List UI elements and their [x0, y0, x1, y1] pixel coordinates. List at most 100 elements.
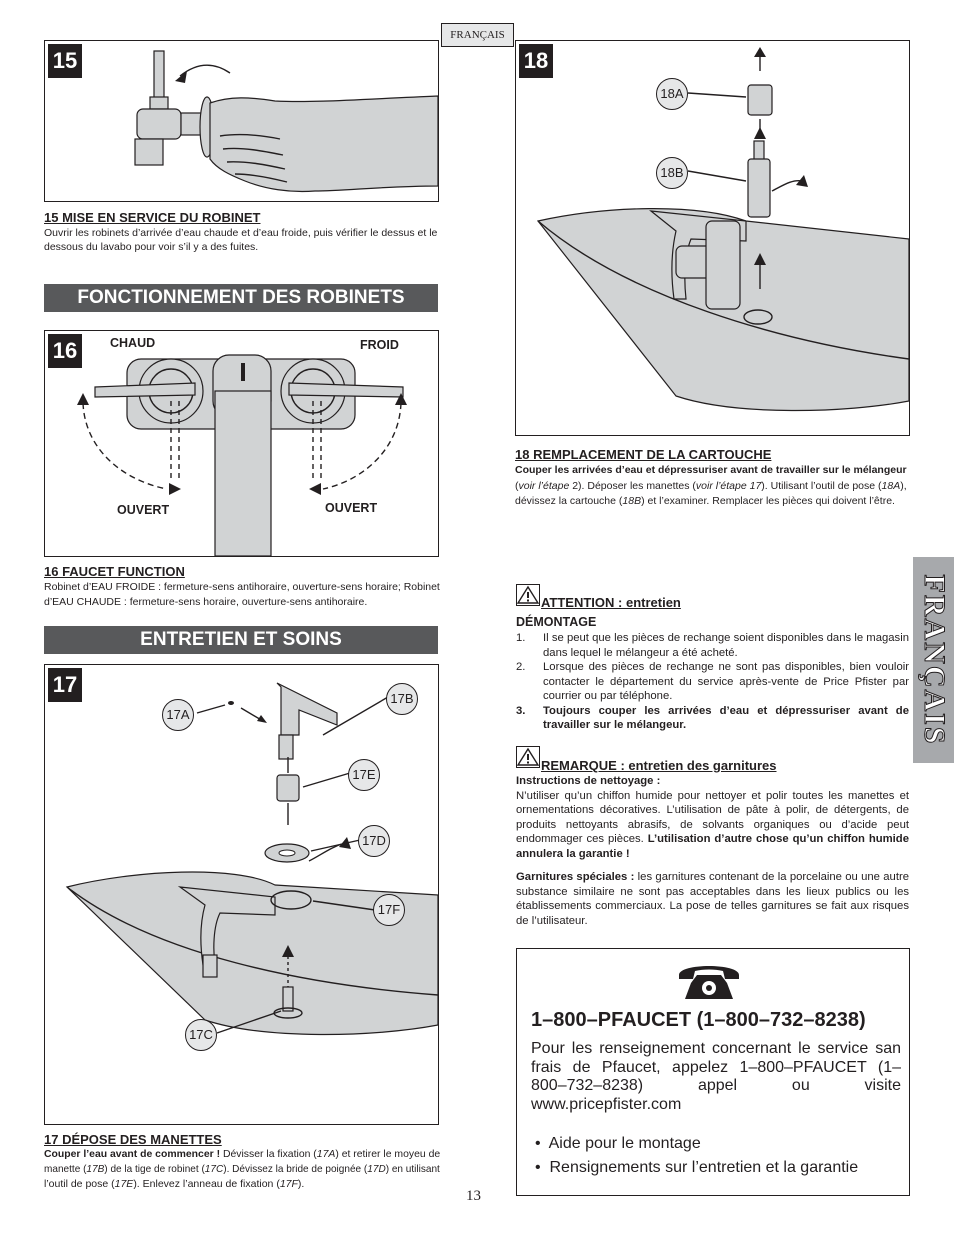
list-item: 3. Toujours couper les arrivées d’eau et …: [516, 704, 909, 733]
callout-17f: 17F: [373, 894, 405, 926]
step18-text-line2: (voir l’étape 2). Déposer les manettes (…: [515, 479, 907, 494]
list-item: 2. Lorsque des pièces de rechange ne sont…: [516, 660, 909, 704]
phone-bullet: • Rensignements sur l’entretien et la ga…: [535, 1159, 859, 1176]
warning-icon: [516, 746, 540, 768]
step15-title: 15 MISE EN SERVICE DU ROBINET: [44, 210, 261, 225]
step16-number: 16: [48, 334, 82, 368]
callout-17b: 17B: [386, 683, 418, 715]
step17-text-line3: l’outil de pose (17E). Enlevez l’anneau …: [44, 1177, 304, 1192]
step17-illustration: [65, 682, 438, 1036]
step18-title: 18 REMPLACEMENT DE LA CARTOUCHE: [515, 447, 772, 462]
step18-warning: Couper les arrivées d’eau et dépressuris…: [515, 464, 907, 476]
open-right-label: OUVERT: [325, 501, 378, 515]
cold-label: FROID: [360, 338, 399, 352]
t: 2). Déposer les manettes (: [569, 480, 696, 492]
t: ). Utilisant l’outil de pose (: [761, 480, 882, 492]
t: ). Enlevez l’anneau de fixation (: [133, 1178, 280, 1190]
step17-title: 17 DÉPOSE DES MANETTES: [44, 1132, 222, 1147]
warning-icon: [516, 584, 540, 606]
customer-service-box: 1–800–PFAUCET (1–800–732–8238) Pour les …: [516, 948, 910, 1196]
step16-text-line2: d’EAU CHAUDE : fermeture-sens horaire, o…: [44, 596, 368, 608]
ref: 17B: [86, 1163, 105, 1175]
step15-illustration: [134, 50, 438, 193]
t: l’outil de pose (: [44, 1178, 115, 1190]
page-number: 13: [466, 1188, 481, 1204]
bullet-text: Aide pour le montage: [548, 1135, 701, 1152]
step17-panel: 17 17A: [44, 664, 439, 1125]
ref: voir l’étape 17: [695, 480, 762, 492]
callout-17c: 17C: [185, 1019, 217, 1051]
callout-17a: 17A: [162, 699, 194, 731]
step17-number: 17: [48, 668, 82, 702]
step17-warning: Couper l’eau avant de commencer !: [44, 1148, 221, 1160]
t: ).: [297, 1178, 305, 1190]
t: manette (: [44, 1163, 87, 1175]
attention-subtitle: DÉMONTAGE: [516, 615, 597, 629]
special-trims: Garnitures spéciales : les garnitures co…: [516, 870, 909, 928]
ref: 17A: [316, 1148, 336, 1160]
item-number: 2.: [516, 661, 526, 673]
item-number: 3.: [516, 704, 526, 717]
attention-list: 1. Il se peut que les pièces de rechange …: [516, 631, 909, 733]
step15-text-line1: Ouvrir les robinets d’arrivée d’eau chau…: [44, 227, 438, 239]
ref: 18A: [881, 480, 901, 492]
step18-number: 18: [519, 44, 553, 78]
t: ) et retirer le moyeu de: [335, 1148, 441, 1160]
step16-illustration: [77, 354, 407, 556]
step18-text-line3: dévissez la cartouche (18B) et l’examine…: [515, 494, 895, 509]
callout-18b: 18B: [656, 157, 688, 189]
step15-text-line2: dessous du lavabo pour voir s’il y a des…: [44, 241, 259, 253]
bullet-text: Rensignements sur l’entretien et la gara…: [549, 1159, 859, 1176]
t: ) et l’examiner. Remplacer les pièces qu…: [641, 495, 895, 507]
callout-17d: 17D: [358, 825, 390, 857]
step18-panel: 18 18A 18B: [515, 40, 910, 436]
phone-info: Pour les renseignement concernant le ser…: [531, 1040, 901, 1113]
step16-text-line1: Robinet d’EAU FROIDE : fermeture-sens an…: [44, 581, 440, 593]
ref: 18B: [622, 495, 642, 507]
ref: 17C: [204, 1163, 224, 1175]
language-tag: FRANÇAIS: [441, 23, 514, 47]
ref: 17E: [114, 1178, 134, 1190]
step17-text-line2: manette (17B) de la tige de robinet (17C…: [44, 1162, 440, 1177]
t: (: [515, 480, 519, 492]
callout-18a: 18A: [656, 78, 688, 110]
step18-illustration: [536, 47, 909, 412]
step16-title: 16 FAUCET FUNCTION: [44, 564, 185, 579]
operation-section-header: FONCTIONNEMENT DES ROBINETS: [44, 284, 438, 312]
t: Dévisser la fixation (: [220, 1148, 317, 1160]
item-text: Toujours couper les arrivées d’eau et dé…: [543, 704, 909, 732]
open-left-label: OUVERT: [117, 503, 170, 517]
t: ),: [900, 480, 907, 492]
cleaning-heading: Instructions de nettoyage :: [516, 775, 661, 787]
list-item: 1. Il se peut que les pièces de rechange …: [516, 631, 909, 660]
phone-number: 1–800–PFAUCET (1–800–732–8238): [531, 1009, 866, 1031]
step15-panel: 15: [44, 40, 439, 202]
special-heading: Garnitures spéciales :: [516, 871, 635, 883]
remarque-title: REMARQUE : entretien des garnitures: [541, 758, 777, 773]
item-text: Lorsque des pièces de rechange ne sont p…: [543, 661, 909, 702]
telephone-icon: [679, 966, 739, 999]
cleaning-warning: L’utilisation d’autre chose qu’un chiffo…: [516, 833, 909, 860]
ref: 17F: [279, 1178, 298, 1190]
t: ) en utilisant: [385, 1163, 440, 1175]
care-section-header: ENTRETIEN ET SOINS: [44, 626, 438, 654]
side-tab-label: FRANÇAIS: [917, 574, 951, 746]
step16-panel: 16 CHAUD FROID OUVERT OUVERT: [44, 330, 439, 557]
item-text: Il se peut que les pièces de rechange so…: [543, 632, 909, 659]
step17-text-line1: Couper l’eau avant de commencer ! Déviss…: [44, 1147, 440, 1162]
step15-number: 15: [48, 44, 82, 78]
t: ) de la tige de robinet (: [104, 1163, 205, 1175]
attention-title: ATTENTION : entretien: [541, 595, 681, 610]
hot-label: CHAUD: [110, 336, 156, 350]
cleaning-text: N’utiliser qu’un chiffon humide pour net…: [516, 789, 909, 846]
cleaning-instructions: Instructions de nettoyage : N’utiliser qu…: [516, 774, 909, 861]
special-text: les garnitures contenant de la porcelain…: [516, 871, 910, 927]
t: ). Dévissez la bride de poignée (: [223, 1163, 368, 1175]
ref: 17D: [367, 1163, 386, 1175]
t: dévissez la cartouche (: [515, 495, 623, 507]
ref: voir l’étape: [518, 480, 570, 492]
callout-17e: 17E: [348, 759, 380, 791]
item-number: 1.: [516, 632, 526, 644]
phone-bullet: • Aide pour le montage: [535, 1135, 701, 1152]
step18-text-line1: Couper les arrivées d’eau et dépressuris…: [515, 463, 907, 478]
